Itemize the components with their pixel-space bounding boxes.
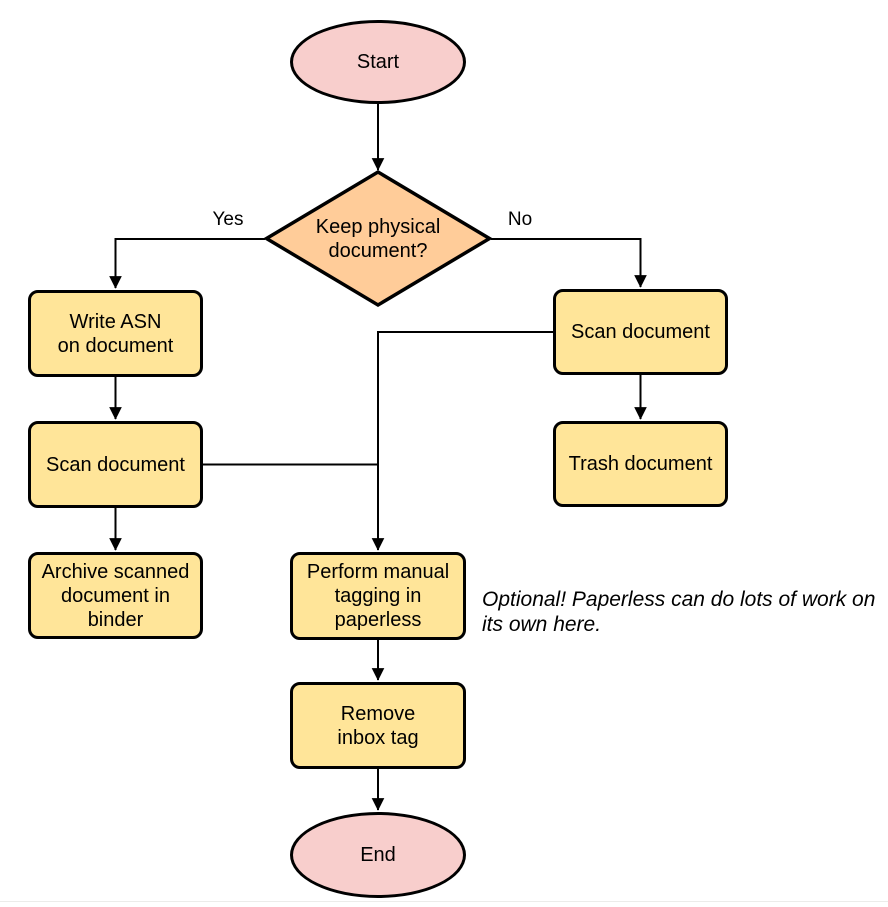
node-perform-manual-tagging: Perform manual tagging in paperless [290, 552, 466, 640]
node-remove-inbox-tag: Remove inbox tag [290, 682, 466, 769]
node-end: End [290, 812, 466, 898]
page-bottom-divider [0, 901, 888, 902]
optional-note: Optional! Paperless can do lots of work … [482, 588, 876, 636]
edge-label-no: No [507, 209, 533, 230]
node-trash-document: Trash document [553, 421, 728, 507]
node-decision-label: Keep physical document? [315, 216, 441, 262]
edge-scan-right-to-perform-tagging [371, 331, 553, 551]
edge-decision-yes-to-write-asn [109, 238, 265, 289]
node-archive-document: Archive scanned document in binder [28, 552, 203, 639]
decision-diamond-shape [263, 169, 493, 308]
node-start: Start [290, 20, 466, 104]
edge-decision-no-to-scan-right [491, 238, 647, 288]
edge-label-yes: Yes [212, 209, 244, 230]
node-scan-document-left: Scan document [28, 421, 203, 508]
node-write-asn: Write ASN on document [28, 290, 203, 377]
node-scan-document-right: Scan document [553, 289, 728, 375]
